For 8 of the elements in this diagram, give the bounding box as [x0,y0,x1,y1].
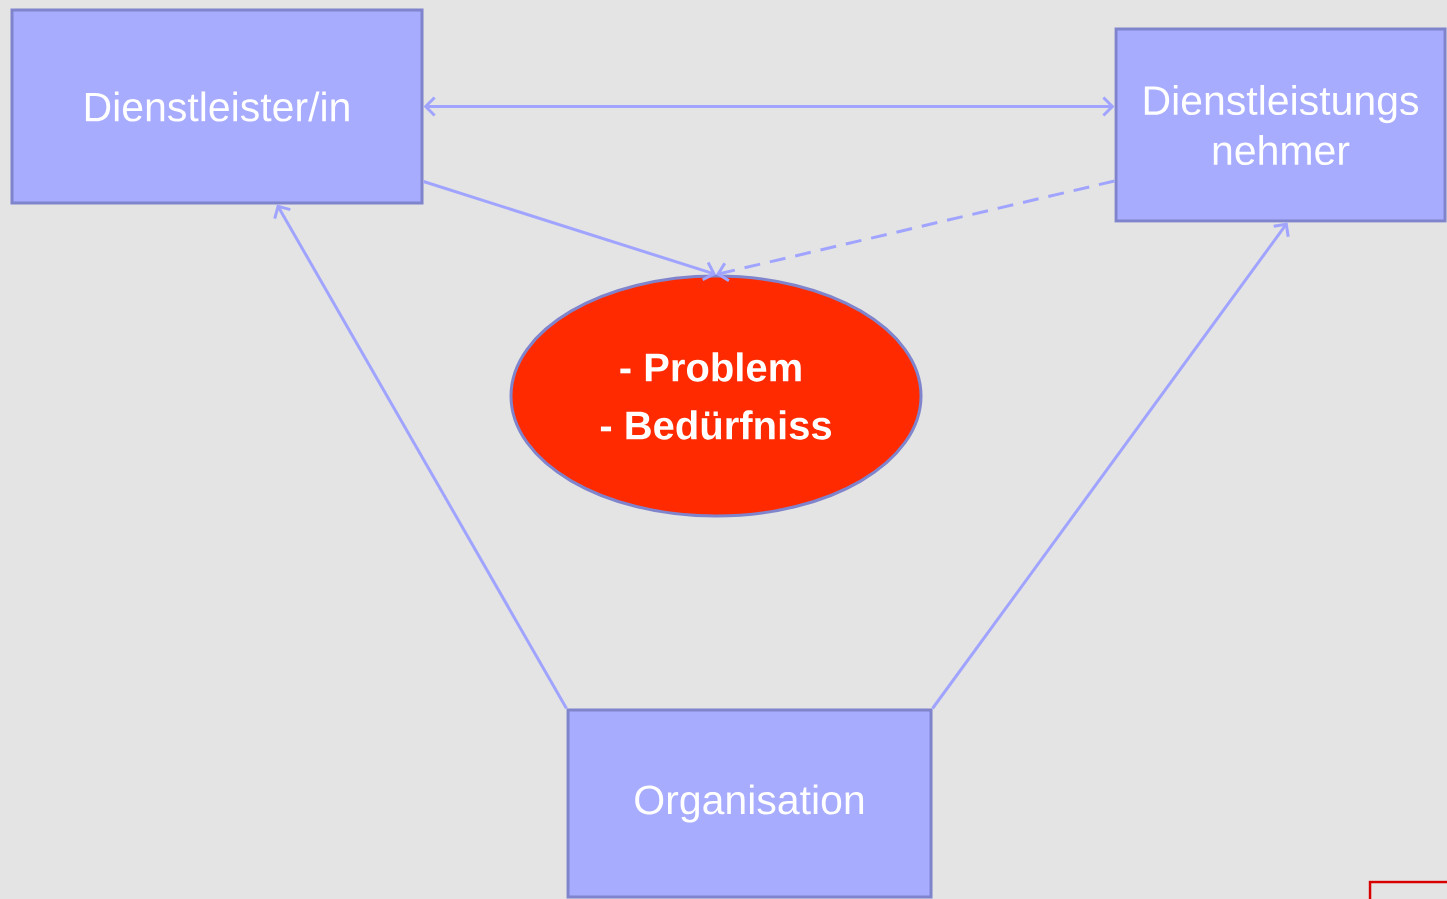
process-box: Organisation [566,708,933,899]
arrow [423,96,1115,117]
arrow [931,222,1290,710]
process-box: Dienstleister/in [10,8,424,205]
arrow [716,179,1115,282]
arrow [273,204,568,710]
process-box: Dienstleistungs nehmer [1114,27,1447,223]
arrow [423,180,716,282]
